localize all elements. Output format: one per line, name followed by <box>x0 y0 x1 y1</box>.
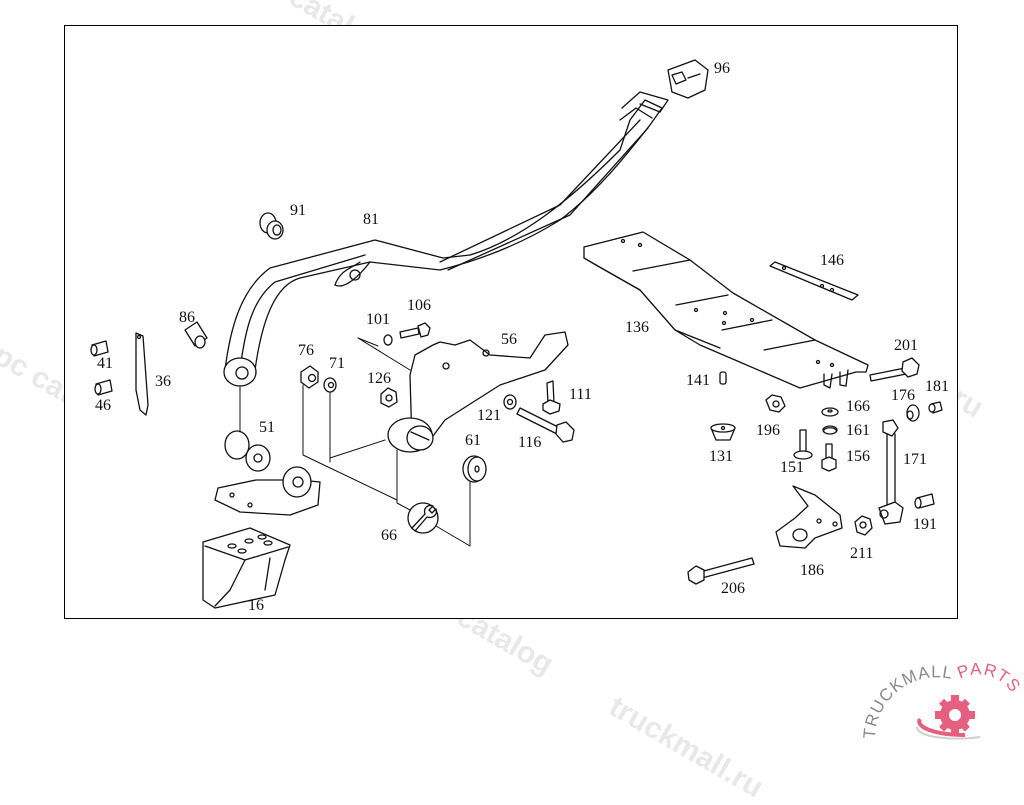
part-46-pin[interactable] <box>94 379 113 396</box>
leader-lines <box>239 337 471 547</box>
part-96-bump-stop[interactable] <box>667 59 709 99</box>
part-211-nut[interactable] <box>854 515 873 536</box>
part-161-spring-washer[interactable] <box>822 425 838 435</box>
truckmallparts-logo: TRUCKMALL PARTS <box>855 655 1024 747</box>
part-166-washer[interactable] <box>821 407 839 417</box>
part-56-arm[interactable] <box>387 331 569 453</box>
part-81-leaf-spring[interactable] <box>223 91 669 387</box>
label-166: 166 <box>846 398 870 415</box>
label-96: 96 <box>714 60 730 77</box>
part-156-bolt[interactable] <box>821 443 837 472</box>
label-76: 76 <box>298 342 314 359</box>
part-141-pin[interactable] <box>719 371 727 385</box>
part-16-support[interactable] <box>202 527 291 609</box>
part-171-link-rod[interactable] <box>878 419 904 525</box>
label-161: 161 <box>846 422 870 439</box>
label-86: 86 <box>179 309 195 326</box>
label-201: 201 <box>894 337 918 354</box>
part-41-pin[interactable] <box>90 340 109 357</box>
part-131-rubber-buffer[interactable] <box>710 423 736 441</box>
label-16: 16 <box>248 597 264 614</box>
label-141: 141 <box>686 372 710 389</box>
part-191-bush[interactable] <box>914 493 935 509</box>
label-196: 196 <box>756 422 780 439</box>
label-56: 56 <box>501 331 517 348</box>
label-46: 46 <box>95 397 111 414</box>
label-191: 191 <box>913 516 937 533</box>
label-156: 156 <box>846 448 870 465</box>
label-81: 81 <box>363 211 379 228</box>
part-101-washer[interactable] <box>383 334 393 346</box>
label-131: 131 <box>709 448 733 465</box>
label-116: 116 <box>518 434 542 451</box>
label-36: 36 <box>155 373 171 390</box>
part-111-bolt[interactable] <box>542 380 561 415</box>
label-71: 71 <box>329 355 345 372</box>
label-91: 91 <box>290 202 306 219</box>
label-171: 171 <box>903 451 927 468</box>
label-206: 206 <box>721 580 745 597</box>
part-176-bush[interactable] <box>906 404 920 422</box>
label-121: 121 <box>477 407 501 424</box>
part-146-plate[interactable] <box>769 261 859 301</box>
part-136-spring-plate[interactable] <box>583 231 869 389</box>
part-91-bushing[interactable] <box>259 212 284 240</box>
part-66-tool-symbol[interactable] <box>407 502 439 534</box>
part-116-bolt[interactable] <box>516 407 575 443</box>
part-51-spring-bracket[interactable] <box>214 430 321 516</box>
label-176: 176 <box>891 387 915 404</box>
label-106: 106 <box>407 297 431 314</box>
part-106-bolt[interactable] <box>399 322 431 339</box>
label-61: 61 <box>465 432 481 449</box>
label-136: 136 <box>625 319 649 336</box>
label-66: 66 <box>381 527 397 544</box>
part-201-bolt[interactable] <box>869 357 920 382</box>
gear-logo-icon: TRUCKMALL PARTS <box>860 659 1024 739</box>
label-211: 211 <box>850 545 874 562</box>
part-86-bush[interactable] <box>184 321 208 349</box>
part-76-nut[interactable] <box>300 365 319 389</box>
part-126-nut[interactable] <box>380 387 398 408</box>
logo-text-parts: PARTS <box>955 659 1024 696</box>
label-101: 101 <box>366 311 390 328</box>
label-126: 126 <box>367 370 391 387</box>
part-186-bracket[interactable] <box>775 485 843 549</box>
parts-diagram <box>90 59 943 609</box>
part-181-bush[interactable] <box>928 401 943 414</box>
part-36-strap[interactable] <box>135 332 149 416</box>
label-111: 111 <box>569 386 592 403</box>
label-146: 146 <box>820 252 844 269</box>
part-196-nut[interactable] <box>765 394 786 413</box>
label-186: 186 <box>800 562 824 579</box>
svg-text:PARTS: PARTS <box>955 659 1020 696</box>
part-61-washer[interactable] <box>462 455 487 483</box>
part-71-washer[interactable] <box>323 377 337 393</box>
label-41: 41 <box>97 355 113 372</box>
part-121-washer[interactable] <box>503 394 517 410</box>
label-151: 151 <box>780 459 804 476</box>
part-151-bolt[interactable] <box>793 429 813 460</box>
label-181: 181 <box>925 378 949 395</box>
label-51: 51 <box>259 419 275 436</box>
part-206-bolt[interactable] <box>687 557 755 585</box>
